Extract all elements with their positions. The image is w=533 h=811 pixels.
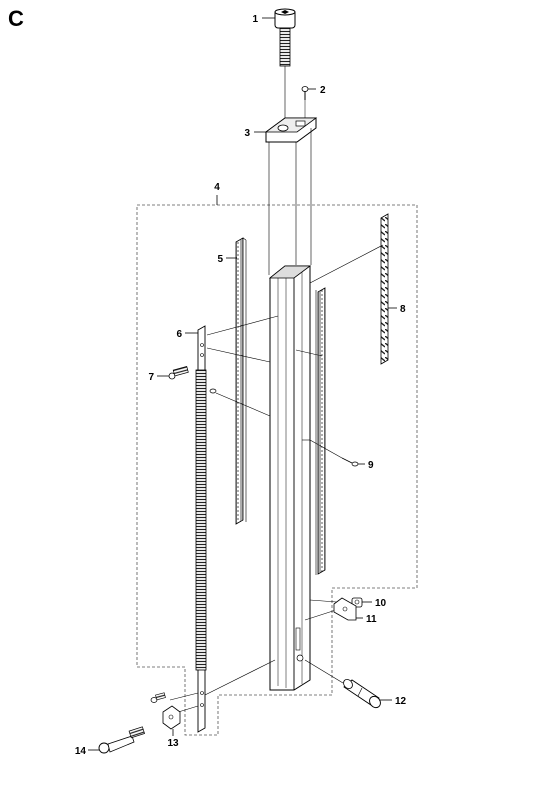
callout-labels: 1 2 3 4 5 6 7 8 9 10 11 12 13 14: [75, 14, 407, 757]
callout-1: 1: [252, 14, 258, 25]
callout-13: 13: [167, 738, 179, 749]
callout-4: 4: [214, 182, 220, 193]
callout-6: 6: [176, 329, 182, 340]
part-7-screw: [168, 366, 189, 380]
part-6-rack-bar: [195, 325, 207, 733]
part-2-screw: [301, 86, 309, 118]
section-letter: C: [8, 6, 24, 31]
part-13-plate: [162, 705, 181, 730]
part-11-bracket: [333, 597, 357, 621]
part-5-scale-strip: [235, 237, 247, 525]
callout-leaders: [88, 17, 397, 751]
callout-3: 3: [244, 128, 250, 139]
assembly-boundary: [136, 204, 418, 736]
part-14-bolt: [98, 726, 145, 754]
part-12-knob: [343, 678, 381, 709]
callout-7: 7: [148, 372, 154, 383]
callout-9: 9: [368, 460, 374, 471]
column-right-scale: [315, 287, 326, 575]
small-screw-lower: [150, 692, 166, 703]
callout-2: 2: [320, 85, 326, 96]
main-column: [268, 265, 312, 691]
part-3-top-cap: [264, 117, 318, 143]
part-8-scale-strip: [380, 213, 389, 365]
part-1-bolt: [274, 8, 296, 67]
callout-10: 10: [375, 598, 387, 609]
callout-11: 11: [366, 614, 377, 625]
callout-5: 5: [217, 254, 223, 265]
assembly-guide-lines: [169, 244, 384, 714]
part-9-pin: [341, 457, 359, 467]
callout-8: 8: [400, 304, 406, 315]
callout-12: 12: [395, 696, 407, 707]
callout-14: 14: [75, 746, 87, 757]
